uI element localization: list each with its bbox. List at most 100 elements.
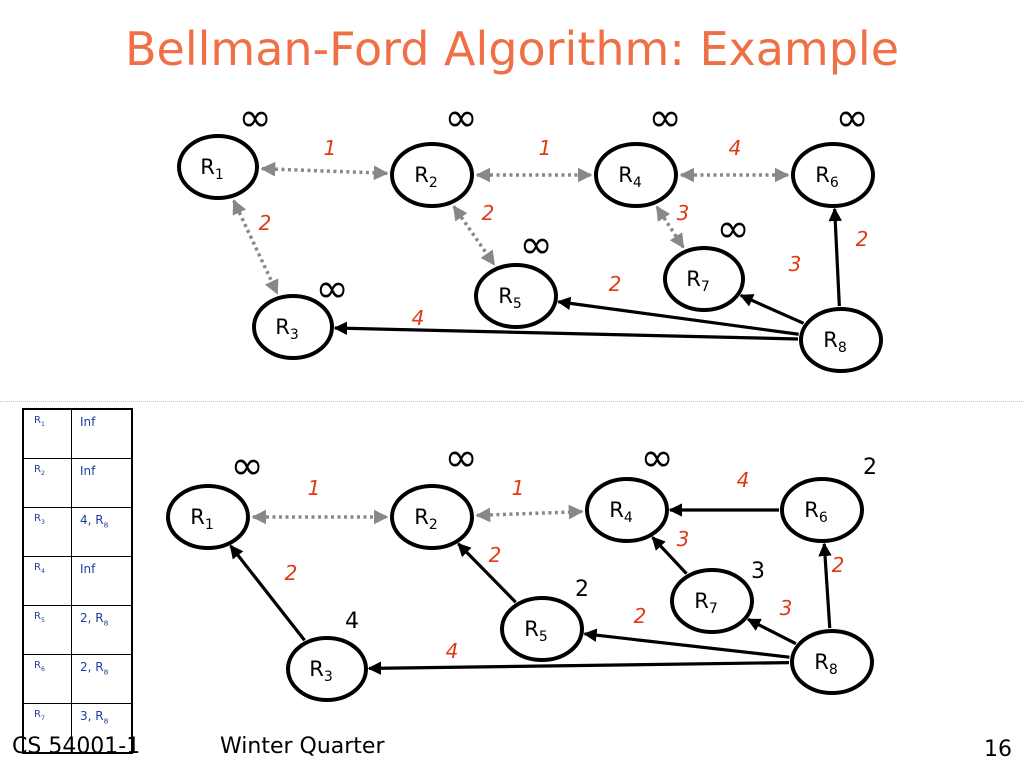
router-label: R1	[190, 505, 214, 533]
router-node-r6	[780, 477, 864, 543]
routing-value: Inf	[71, 556, 133, 606]
edge-r8-r3	[333, 321, 799, 341]
distance-label: ∞	[716, 206, 749, 252]
router-label: R7	[694, 589, 718, 617]
edge-weight-label: 3	[677, 527, 690, 551]
routing-dest: R2	[22, 458, 72, 508]
routing-value: Inf	[71, 458, 133, 508]
router-node-r4	[585, 477, 669, 543]
distance-label: 4	[345, 609, 359, 634]
router-label: R4	[609, 498, 633, 526]
routing-value: 3, R8	[71, 703, 133, 754]
routing-dest: R1	[22, 408, 72, 459]
edge-r8-r6	[828, 207, 842, 307]
edge-r2-r5	[452, 205, 496, 266]
edge-r8-r5	[583, 628, 790, 659]
edge-weight-label: 2	[832, 553, 845, 577]
routing-value: 2, R8	[71, 605, 133, 655]
edge-r8-r3	[367, 660, 790, 675]
section-divider	[0, 401, 1024, 402]
edge-weight-label: 2	[482, 201, 495, 225]
distance-label: ∞	[238, 95, 271, 141]
edge-r3-r1	[229, 544, 306, 642]
routing-value: 4, R8	[71, 507, 133, 557]
router-label: R3	[309, 657, 333, 685]
router-label: R7	[686, 267, 710, 295]
routing-dest: R6	[22, 654, 72, 704]
router-label: R6	[804, 498, 828, 526]
router-label: R8	[823, 328, 847, 356]
distance-label: ∞	[835, 95, 868, 141]
edge-r1-r2	[260, 161, 389, 181]
page-number: 16	[984, 737, 1012, 762]
edge-weight-label: 3	[789, 252, 802, 276]
edge-r4-r7	[655, 205, 685, 249]
edge-weight-label: 4	[729, 136, 742, 160]
edge-weight-label: 2	[259, 211, 272, 235]
routing-value: 2, R8	[71, 654, 133, 704]
routing-dest: R5	[22, 605, 72, 655]
router-node-r8	[790, 629, 874, 695]
routing-dest: R4	[22, 556, 72, 606]
edge-weight-label: 2	[489, 543, 502, 567]
edge-r8-r7	[746, 617, 797, 646]
router-node-r5	[474, 263, 558, 329]
router-label: R6	[815, 163, 839, 191]
footer-term: Winter Quarter	[220, 734, 385, 759]
distance-label: ∞	[648, 95, 681, 141]
distance-label: ∞	[519, 222, 552, 268]
edge-weight-label: 3	[677, 201, 690, 225]
edge-weight-label: 3	[780, 596, 793, 620]
edge-r8-r7	[739, 293, 805, 325]
edge-weight-label: 1	[324, 136, 337, 160]
edge-weight-label: 2	[285, 561, 298, 585]
distance-label: ∞	[444, 435, 477, 481]
routing-value: Inf	[71, 408, 133, 459]
edge-weight-label: 4	[446, 639, 459, 663]
router-label: R3	[275, 315, 299, 343]
router-node-r2	[390, 484, 474, 550]
edge-weight-label: 1	[512, 476, 525, 500]
distance-label: 2	[575, 577, 589, 602]
distance-label: ∞	[230, 443, 263, 489]
edge-r5-r2	[457, 542, 517, 604]
router-label: R4	[618, 163, 642, 191]
router-node-r3	[252, 294, 334, 360]
router-node-r2	[390, 142, 474, 208]
edge-weight-label: 1	[539, 136, 552, 160]
edge-r2-r4	[475, 504, 584, 523]
distance-label: ∞	[315, 266, 348, 312]
router-node-r4	[594, 142, 678, 208]
edge-weight-label: 2	[609, 272, 622, 296]
router-node-r5	[500, 596, 584, 662]
router-label: R5	[498, 284, 522, 312]
footer-course: CS 54001-1	[12, 734, 141, 759]
router-node-r7	[670, 568, 754, 634]
distance-label: ∞	[640, 435, 673, 481]
edge-r1-r3	[232, 199, 279, 295]
edge-r7-r4	[651, 536, 688, 575]
distance-label: ∞	[444, 95, 477, 141]
edge-weight-label: 2	[856, 227, 869, 251]
distance-label: 3	[751, 559, 765, 584]
edge-weight-label: 2	[634, 604, 647, 628]
slide-title: Bellman-Ford Algorithm: Example	[124, 22, 900, 76]
edge-r8-r6	[818, 542, 832, 629]
router-label: R8	[814, 650, 838, 678]
router-label: R1	[200, 155, 224, 183]
distance-label: 2	[863, 455, 877, 480]
edge-weight-label: 4	[737, 468, 750, 492]
router-node-r1	[166, 484, 250, 550]
router-label: R2	[414, 505, 438, 533]
edge-weight-label: 4	[412, 306, 425, 330]
router-node-r8	[799, 307, 883, 373]
